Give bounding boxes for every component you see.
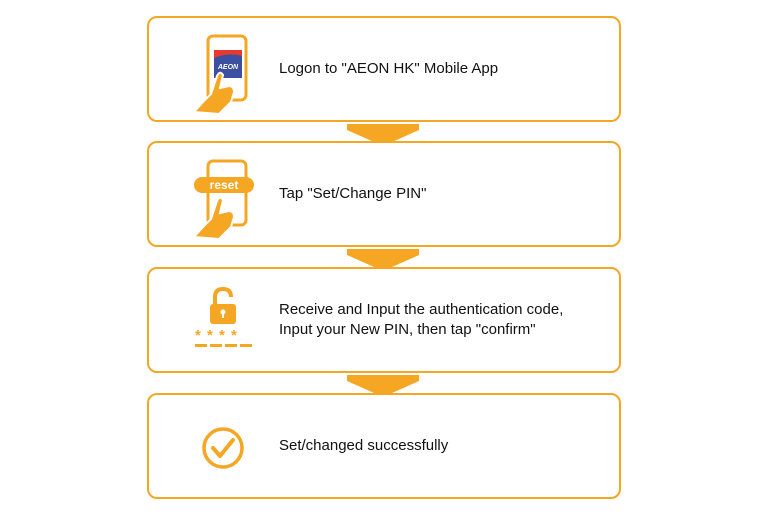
step-3-line-2: Input your New PIN, then tap "confirm" [279, 321, 536, 338]
phone-tap-reset-icon: reset [189, 143, 261, 245]
step-2-line-1: Tap "Set/Change PIN" [279, 185, 427, 202]
step-4-line-1: Set/changed successfully [279, 437, 449, 454]
step-1-line-1: Logon to "AEON HK" Mobile App [279, 60, 499, 77]
step-3-text: Receive and Input the authentication cod… [279, 269, 609, 371]
step-2-box: reset Tap "Set/Change PIN" [147, 141, 621, 247]
step-1-text: Logon to "AEON HK" Mobile App [279, 18, 609, 120]
step-4-text: Set/changed successfully [279, 395, 609, 497]
step-1-box: AEON Logon to "AEON HK" Mobile App [147, 16, 621, 122]
down-arrow-icon [347, 375, 419, 397]
checkmark-circle-icon [189, 395, 261, 497]
down-arrow-icon [347, 124, 419, 146]
step-3-line-1: Receive and Input the authentication cod… [279, 301, 564, 318]
step-4-box: Set/changed successfully [147, 393, 621, 499]
down-arrow-icon [347, 249, 419, 271]
phone-tap-app-icon: AEON [189, 18, 261, 120]
padlock-pin-icon: * * * * [189, 269, 261, 371]
step-3-box: * * * * Receive and Input the authentica… [147, 267, 621, 373]
step-2-text: Tap "Set/Change PIN" [279, 143, 609, 245]
reset-button-graphic: reset [194, 177, 254, 193]
pin-asterisks: * * * * [195, 327, 238, 344]
aeon-logo: AEON [217, 64, 239, 71]
